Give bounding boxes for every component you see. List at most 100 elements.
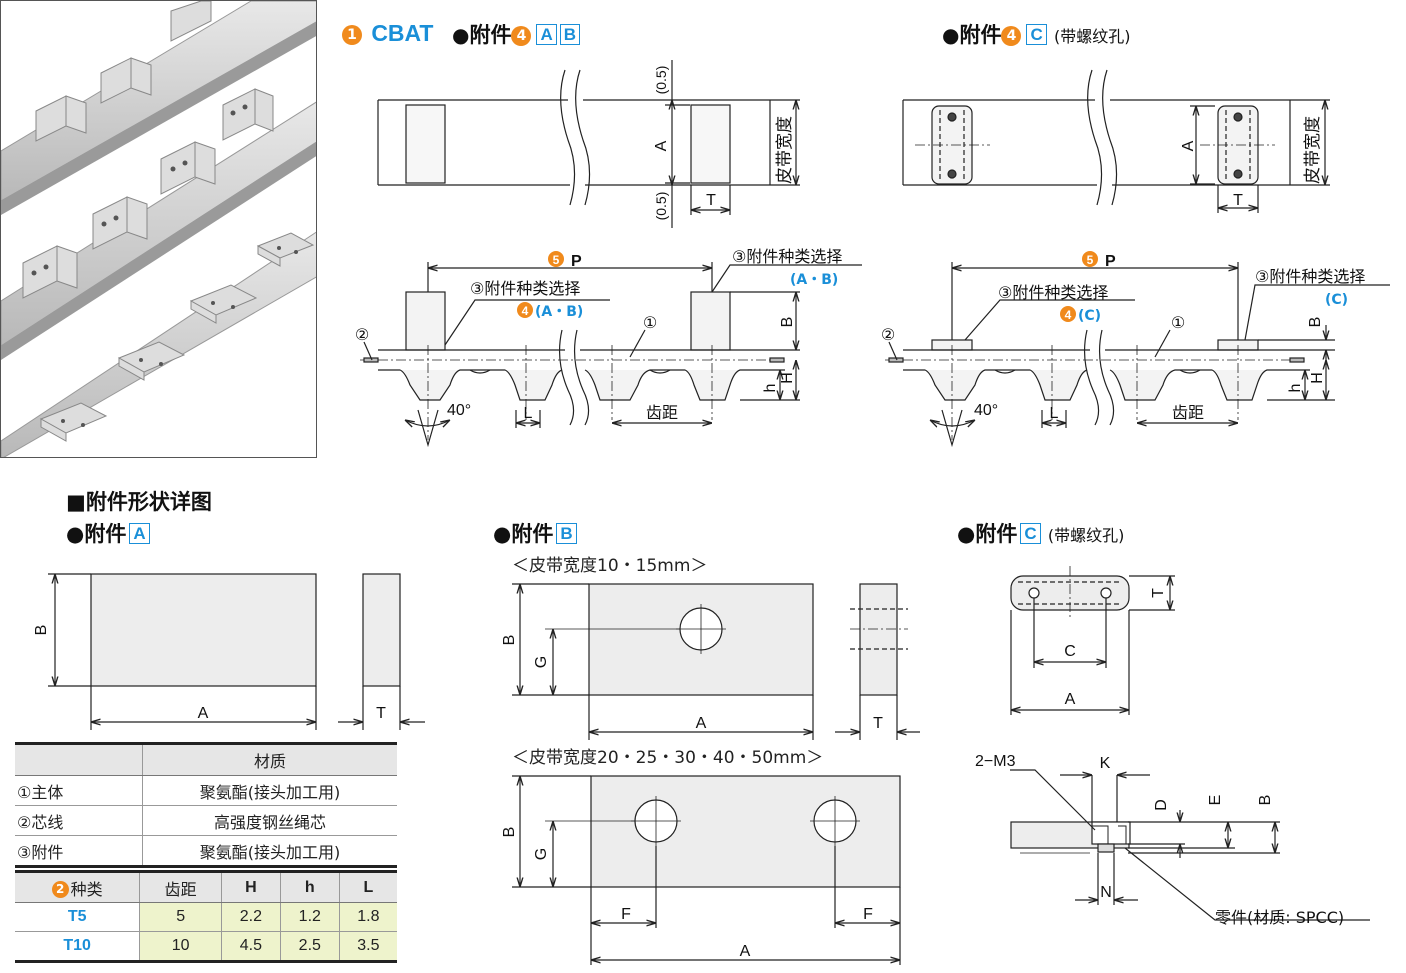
detail-c xyxy=(1010,566,1370,921)
callout-1-ab: ① xyxy=(643,313,657,332)
callout-c-num: 4 xyxy=(1065,308,1072,322)
side-view-c xyxy=(885,262,1390,448)
dim-h-small-c: h xyxy=(1287,384,1304,393)
type-pitch: 10 xyxy=(139,931,222,962)
detail-c-dim-t: T xyxy=(1150,588,1167,598)
angle-c: 40° xyxy=(974,402,998,419)
clearance-bottom-label: (0.5) xyxy=(653,192,669,221)
detail-c-dim-d: D xyxy=(1153,799,1170,811)
pitch-label-c: P xyxy=(1105,253,1116,270)
tooth-pitch-ab: 齿距 xyxy=(646,403,678,422)
type-header-l: L xyxy=(339,871,397,903)
type-pitch: 5 xyxy=(139,902,222,932)
detail-c-part-note: 零件(材质: SPCC) xyxy=(1215,908,1344,927)
detail-b-small-dim-a: A xyxy=(696,715,707,732)
callout-type-left-c: ③附件种类选择 xyxy=(998,283,1108,302)
detail-b-small-dim-t: T xyxy=(873,715,883,732)
detail-b-small xyxy=(512,583,920,740)
label-c-box: C xyxy=(1026,24,1047,45)
dim-b-c: B xyxy=(1307,317,1324,328)
detail-b-small-dim-g: G xyxy=(533,656,550,668)
material-table-header: 材质 xyxy=(15,743,397,776)
type-name: T10 xyxy=(15,931,141,962)
plan-view-ab xyxy=(377,60,800,228)
material-part: ②芯线 xyxy=(15,805,143,836)
attach-badge-ab xyxy=(517,302,533,318)
detail-c-dim-e: E xyxy=(1207,795,1224,806)
detail-c-note: (带螺纹孔) xyxy=(1047,526,1125,545)
table-row: ①主体 聚氨酯(接头加工用) xyxy=(15,775,397,806)
dim-l-c: L xyxy=(1050,405,1059,422)
detail-c-label: C xyxy=(1020,523,1041,544)
type-header-h-small: h xyxy=(280,871,340,903)
product-photo xyxy=(0,0,317,458)
detail-b-large-dim-f-right: F xyxy=(863,906,873,923)
type-h-big: 2.2 xyxy=(221,902,281,932)
callout-2-c: ② xyxy=(881,325,895,344)
pitch-label-ab: P xyxy=(571,253,582,270)
plan-view-c xyxy=(902,69,1330,213)
detail-a-title: ●附件 xyxy=(66,522,127,546)
detail-c-dim-n: N xyxy=(1100,884,1112,901)
side-view-ab xyxy=(360,262,862,448)
detail-b-small-dim-b: B xyxy=(501,635,518,646)
dim-b-ab: B xyxy=(779,317,796,328)
callout-c-left: (C) xyxy=(1078,308,1101,324)
pitch-badge-ab xyxy=(548,251,564,267)
detail-a-dim-t: T xyxy=(376,705,386,722)
material-part: ③附件 xyxy=(15,835,143,867)
dim-h-small-ab: h xyxy=(762,384,779,393)
detail-section-title: ■附件形状详图 xyxy=(66,490,212,514)
table-row: ②芯线 高强度钢丝绳芯 xyxy=(15,805,397,836)
material-part: ①主体 xyxy=(15,775,143,806)
detail-b-large xyxy=(512,775,901,965)
bullet-icon: ● xyxy=(452,23,470,47)
tooth-pitch-c: 齿距 xyxy=(1172,403,1204,422)
material-value: 聚氨酯(接头加工用) xyxy=(142,775,397,806)
b-width-large-title: ＜皮带宽度20・25・30・40・50mm＞ xyxy=(512,748,824,768)
callout-ab-left: (A・B) xyxy=(535,304,583,320)
belt-width-c: 皮带宽度 xyxy=(1303,116,1323,184)
detail-a-dim-b: B xyxy=(33,625,50,636)
detail-c-dim-b: B xyxy=(1257,795,1274,806)
detail-b-large-dim-a: A xyxy=(740,943,751,960)
type-name: T5 xyxy=(15,902,141,932)
belt-width-ab: 皮带宽度 xyxy=(775,116,795,184)
attach-num-badge-c: 4 xyxy=(1001,26,1022,46)
type-l: 3.5 xyxy=(339,931,397,962)
detail-a-dim-a: A xyxy=(198,705,209,722)
angle-ab: 40° xyxy=(447,402,471,419)
attach-c-title: 附件 xyxy=(959,23,1002,47)
dim-h-big-ab: H xyxy=(779,372,796,384)
type-header-pitch: 齿距 xyxy=(139,871,222,903)
dim-a-c: A xyxy=(1180,140,1197,151)
type-l: 1.8 xyxy=(339,902,397,932)
table-row: ③附件 聚氨酯(接头加工用) xyxy=(15,835,397,867)
detail-b-large-dim-f-left: F xyxy=(621,906,631,923)
dim-l-ab: L xyxy=(524,405,533,422)
tapped-note: (带螺纹孔) xyxy=(1054,27,1131,46)
callout-type-left-ab: ③附件种类选择 xyxy=(470,279,580,298)
series-num-badge: 1 xyxy=(342,25,362,45)
callout-2-ab: ② xyxy=(355,325,369,344)
type-num-badge: 2 xyxy=(51,880,69,898)
callout-c-right: (C) xyxy=(1325,292,1348,308)
table-row: T5 5 2.2 1.2 1.8 xyxy=(15,902,397,932)
pitch-badge-c xyxy=(1082,251,1098,267)
type-h-big: 4.5 xyxy=(221,931,281,962)
material-header-label: 材质 xyxy=(142,743,397,776)
label-a-box: A xyxy=(536,24,557,45)
dim-a-top: A xyxy=(653,140,670,151)
material-value: 高强度钢丝绳芯 xyxy=(142,805,397,836)
type-h-small: 2.5 xyxy=(280,931,340,962)
table-row: T10 10 4.5 2.5 3.5 xyxy=(15,931,397,962)
detail-c-dim-a: A xyxy=(1065,691,1076,708)
